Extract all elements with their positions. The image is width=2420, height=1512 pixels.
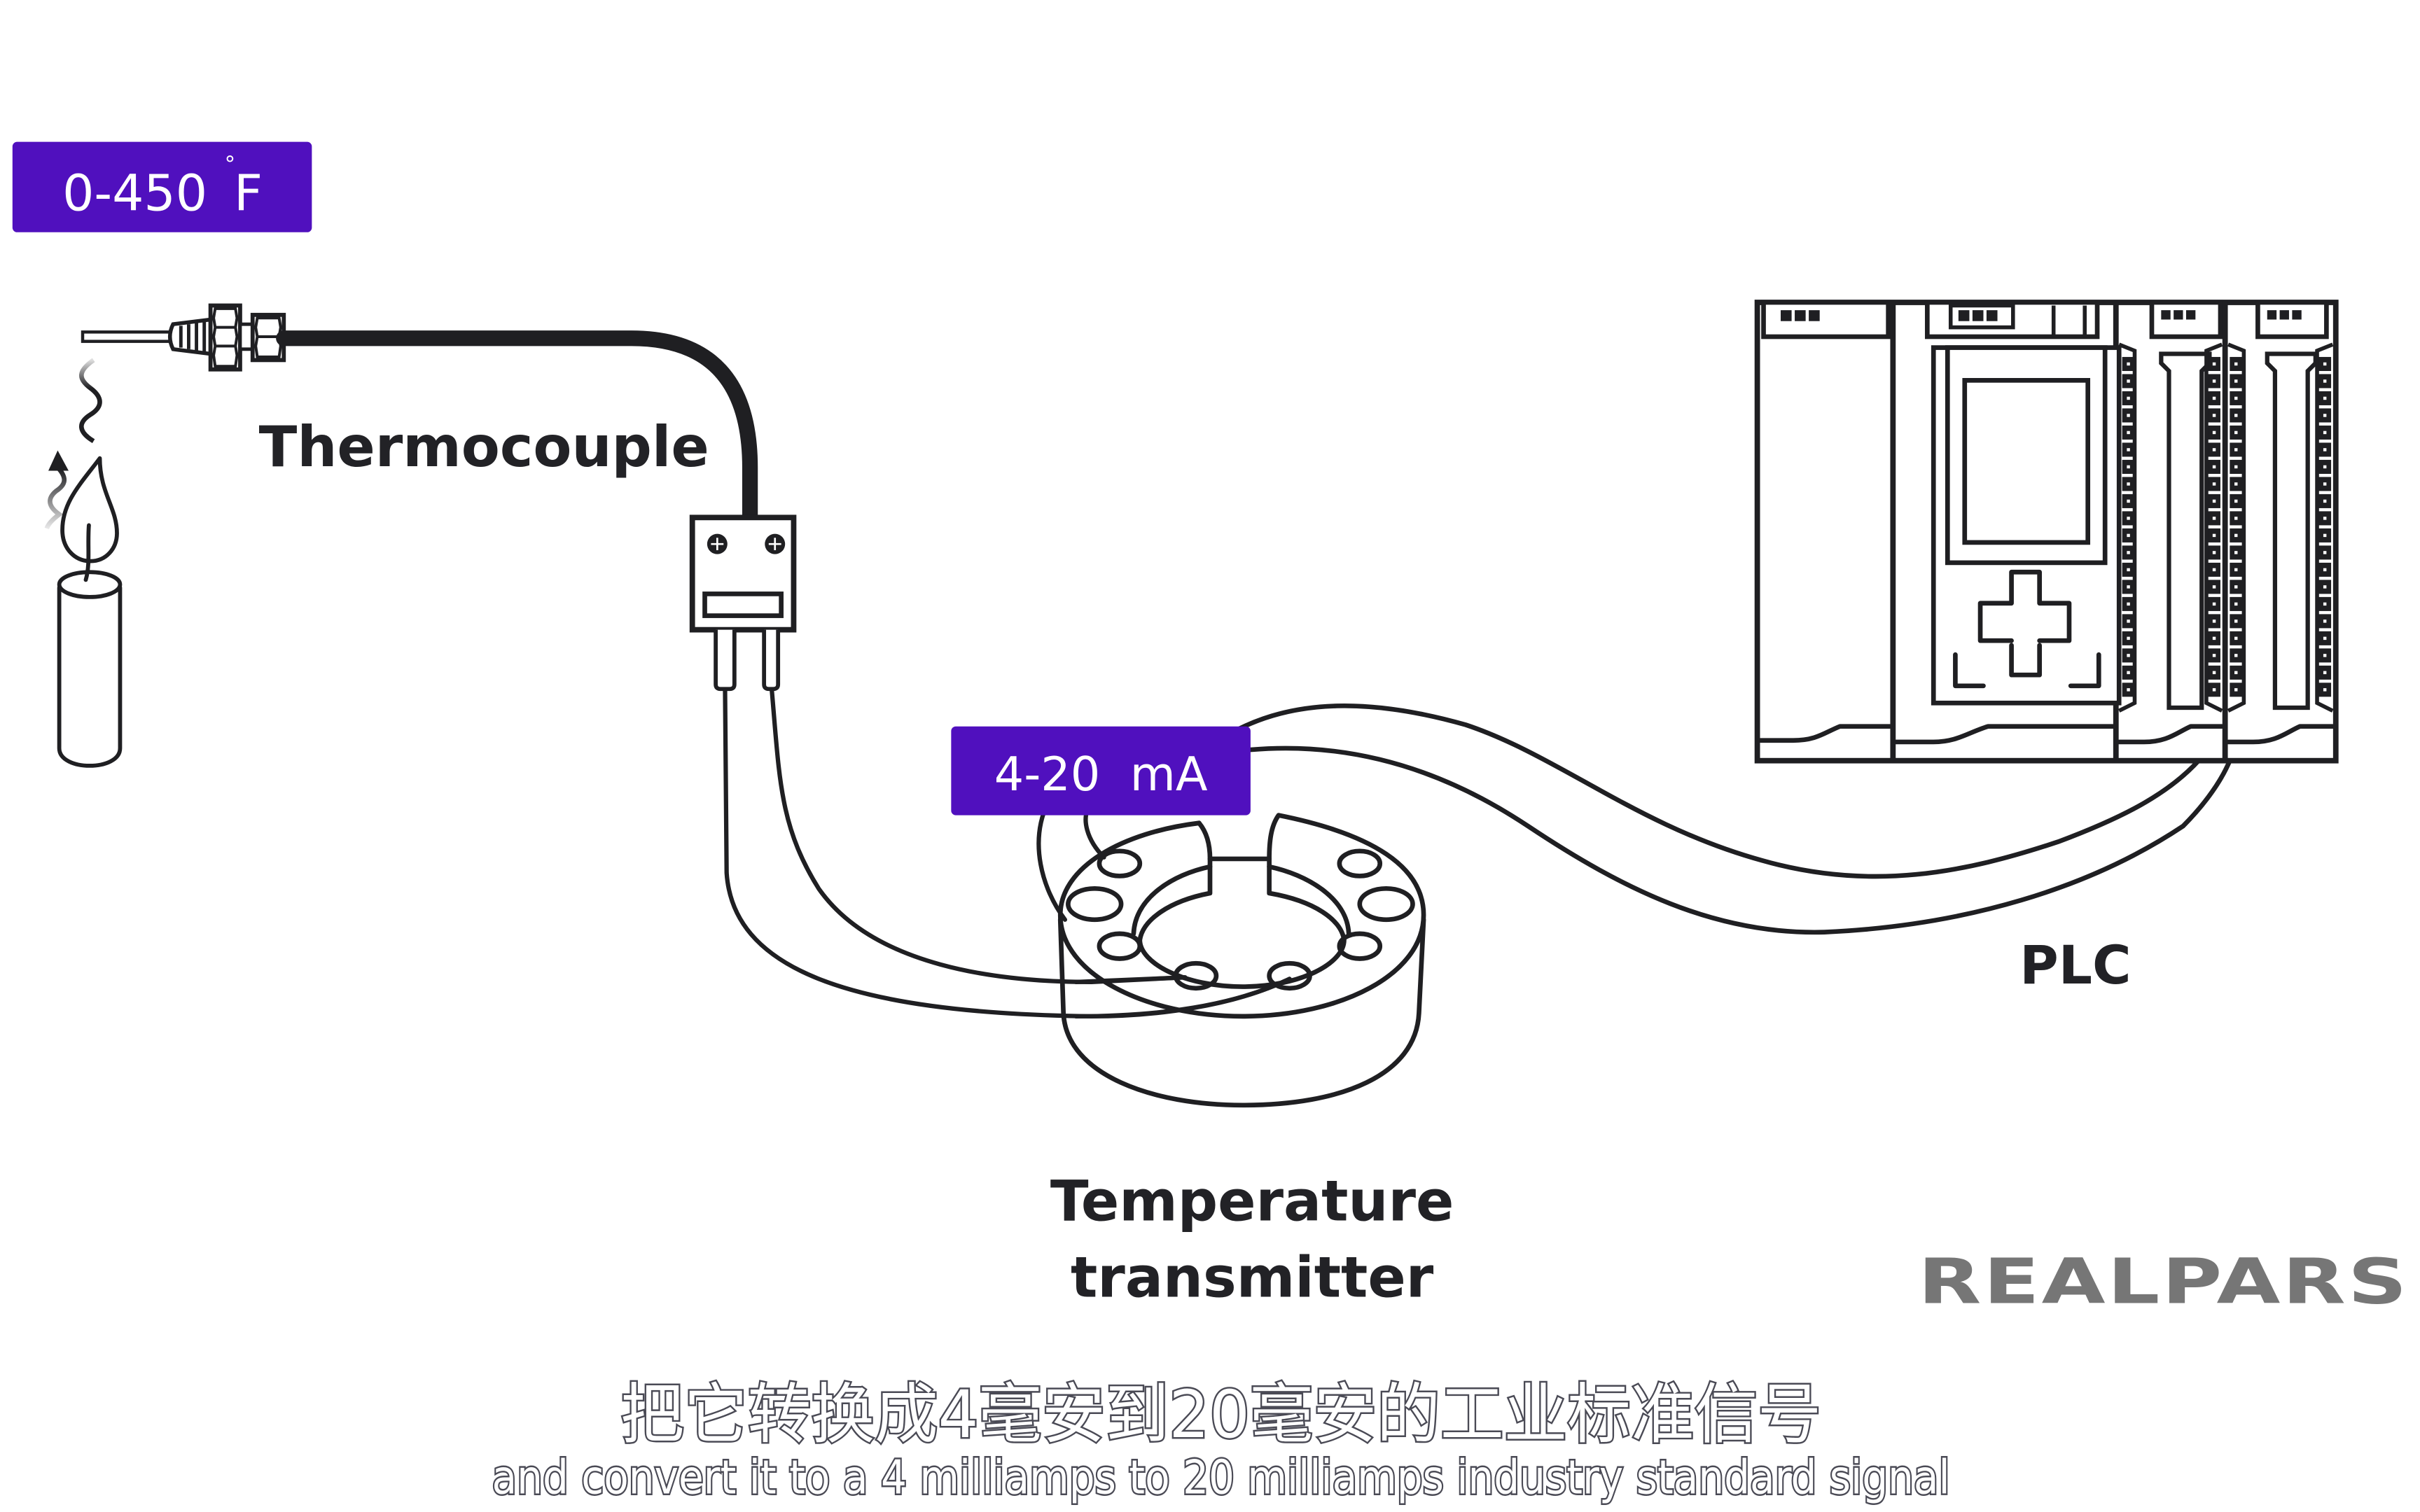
temperature-range-badge-bg bbox=[12, 141, 312, 232]
io-terminal-strip bbox=[2230, 356, 2243, 697]
mounting-hole bbox=[1357, 886, 1415, 923]
led-icon bbox=[2174, 310, 2183, 320]
signal-badge-text: 4-20 mA bbox=[994, 747, 1208, 802]
signal-badge-bg bbox=[951, 726, 1251, 816]
plc-module-power bbox=[1758, 300, 1893, 743]
cpu-display bbox=[1962, 378, 2091, 545]
led-icon bbox=[2185, 310, 2196, 320]
led-icon bbox=[2161, 310, 2171, 320]
led-icon bbox=[2267, 310, 2277, 320]
signal-wire-lower bbox=[1248, 746, 2232, 935]
plc bbox=[1754, 300, 2339, 764]
thermocouple-label: Thermocouple bbox=[259, 414, 709, 479]
io-terminal-strip bbox=[2318, 356, 2332, 697]
degree-symbol: ° bbox=[225, 152, 236, 177]
transmitter-inner-ring bbox=[1137, 856, 1347, 989]
transmitter-label-line2: transmitter bbox=[1071, 1245, 1434, 1310]
mounting-hole bbox=[1337, 848, 1383, 878]
io-terminal-strip bbox=[2122, 356, 2135, 697]
led-icon bbox=[1795, 310, 1806, 321]
led-icon bbox=[2292, 310, 2302, 320]
plc-label: PLC bbox=[2019, 934, 2131, 996]
mounting-hole bbox=[1097, 848, 1143, 878]
led-icon bbox=[1958, 310, 1970, 321]
mounting-hole bbox=[1267, 960, 1312, 991]
connector-slot bbox=[702, 592, 784, 618]
connector-pin bbox=[762, 629, 781, 692]
led-icon bbox=[1781, 310, 1792, 321]
flame-icon bbox=[60, 456, 119, 564]
transmitter-label-line1: Temperature bbox=[1050, 1169, 1454, 1234]
led-icon bbox=[1809, 310, 1820, 321]
io-cover bbox=[2159, 351, 2212, 710]
signal-wires bbox=[1229, 703, 2232, 935]
plc-module-io-1 bbox=[2116, 300, 2225, 745]
heat-wave-icon bbox=[79, 358, 102, 444]
connector-pin bbox=[714, 629, 737, 692]
plc-module-cpu bbox=[1893, 300, 2122, 745]
mounting-hole bbox=[1337, 931, 1383, 961]
subtitle-chinese: 把它转换成4毫安到20毫安的工业标准信号 bbox=[620, 1377, 1821, 1453]
realpars-logo: REALPARS bbox=[1918, 1246, 2409, 1319]
signal-badge: 4-20 mA bbox=[951, 726, 1251, 816]
mounting-hole bbox=[1066, 886, 1124, 923]
io-terminal-strip bbox=[2208, 356, 2220, 697]
thermocouple-cable bbox=[276, 330, 758, 526]
transmitter-body bbox=[1057, 917, 1426, 1108]
plc-module-io-2 bbox=[2225, 300, 2335, 745]
io-cover bbox=[2265, 351, 2318, 710]
wire-inner bbox=[770, 688, 1188, 985]
probe-rod bbox=[81, 330, 172, 343]
subtitle-english: and convert it to a 4 milliamps to 20 mi… bbox=[492, 1450, 1950, 1504]
led-icon bbox=[2279, 310, 2289, 320]
candle-flame-icon bbox=[44, 358, 123, 768]
cpu-dpad-icon bbox=[1977, 569, 2072, 678]
temperature-unit: F bbox=[234, 164, 263, 223]
temperature-range-value: 0-450 bbox=[62, 164, 207, 223]
temperature-transmitter bbox=[1036, 800, 1426, 1108]
thermocouple bbox=[81, 303, 797, 692]
led-icon bbox=[1986, 310, 1998, 321]
led-icon bbox=[1972, 310, 1984, 321]
mounting-hole bbox=[1097, 931, 1143, 961]
temperature-range-badge: 0-450 ° F bbox=[12, 141, 312, 232]
signal-wire-upper bbox=[1229, 703, 2202, 879]
candle-body bbox=[57, 585, 123, 768]
heat-arrow-icon bbox=[48, 450, 69, 471]
